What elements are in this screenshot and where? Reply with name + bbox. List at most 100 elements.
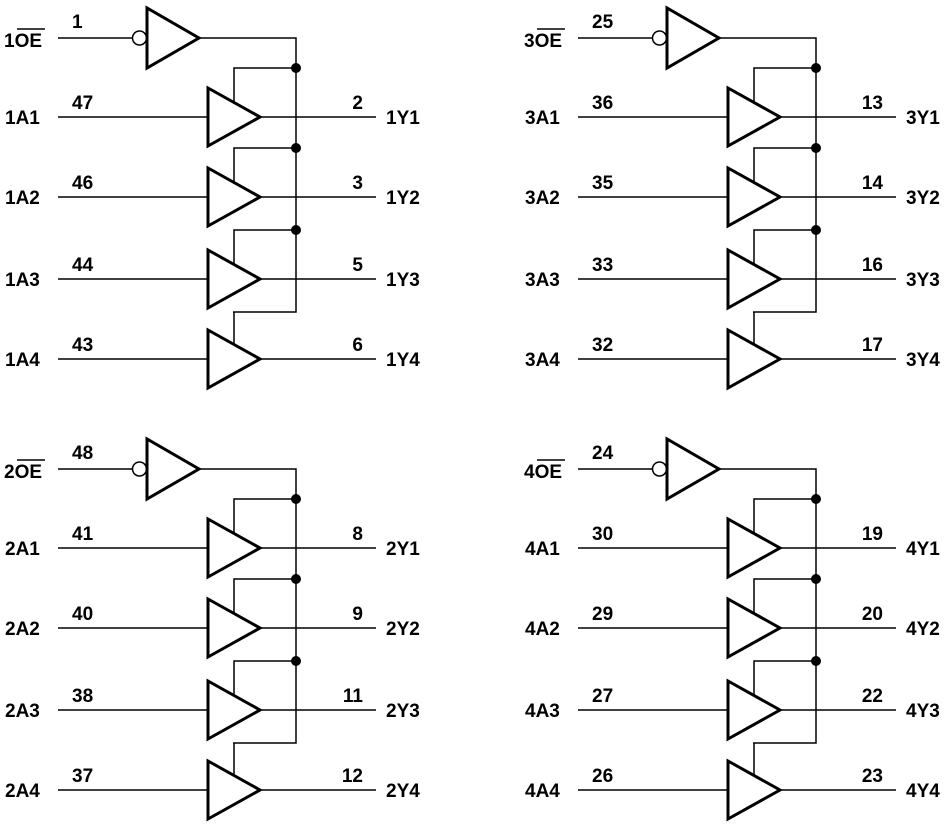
output-signal-label: 4Y4 <box>906 781 940 802</box>
enable-tap-wire <box>753 67 816 103</box>
output-signal-label: 3Y2 <box>906 188 940 209</box>
oe-label-name: OE <box>15 462 42 483</box>
input-pin-number: 47 <box>72 93 93 114</box>
enable-tap-wire <box>233 660 296 696</box>
output-pin-number: 23 <box>862 766 883 787</box>
junction-dot <box>811 63 821 73</box>
output-pin-number: 12 <box>342 766 363 787</box>
input-signal-label: 2A2 <box>5 619 40 640</box>
output-pin-number: 9 <box>352 604 363 625</box>
input-signal-label: 2A3 <box>5 701 40 722</box>
enable-tap-wire <box>753 498 816 534</box>
junction-dot <box>291 656 301 666</box>
enable-tap-wire <box>233 229 296 265</box>
input-signal-label: 2A4 <box>5 781 40 802</box>
oe-label-name: OE <box>15 31 42 52</box>
enable-bus-wire <box>719 37 817 313</box>
junction-dot <box>291 225 301 235</box>
inverter-bubble <box>131 461 148 477</box>
input-pin-number: 33 <box>592 255 613 276</box>
output-signal-label: 4Y2 <box>906 619 940 640</box>
output-signal-label: 4Y3 <box>906 701 940 722</box>
output-pin-number: 19 <box>862 524 883 545</box>
enable-tap-wire <box>233 67 296 103</box>
junction-dot <box>811 574 821 584</box>
junction-dot <box>291 63 301 73</box>
enable-bus-wire <box>719 468 817 744</box>
enable-tap-wire <box>233 498 296 534</box>
input-signal-label: 4A3 <box>525 701 560 722</box>
enable-buffer-triangle <box>145 436 203 502</box>
output-signal-label: 3Y1 <box>906 108 940 129</box>
enable-tap-wire <box>233 578 296 614</box>
input-pin-number: 32 <box>592 335 613 356</box>
enable-buffer-triangle <box>665 436 723 502</box>
input-signal-label: 1A4 <box>5 350 40 371</box>
oe-label: 1OE <box>4 31 42 52</box>
output-pin-number: 8 <box>352 524 363 545</box>
input-pin-number: 35 <box>592 173 614 194</box>
input-pin-number: 46 <box>72 173 93 194</box>
output-pin-number: 22 <box>862 686 883 707</box>
output-pin-number: 11 <box>343 686 364 707</box>
input-signal-label: 4A1 <box>525 539 560 560</box>
oe-label: 3OE <box>524 31 562 52</box>
input-signal-label: 3A2 <box>525 188 560 209</box>
inverter-bubble <box>131 30 148 46</box>
oe-label-prefix: 1 <box>4 31 15 52</box>
input-pin-number: 36 <box>592 93 613 114</box>
input-signal-label: 3A3 <box>525 270 560 291</box>
enable-buffer-triangle <box>665 5 723 71</box>
output-pin-number: 17 <box>862 335 883 356</box>
input-pin-number: 40 <box>72 604 93 625</box>
input-pin-number: 27 <box>592 686 613 707</box>
oe-pin-number: 1 <box>72 12 83 33</box>
output-signal-label: 2Y1 <box>386 539 420 560</box>
input-pin-number: 38 <box>72 686 93 707</box>
oe-label-prefix: 2 <box>4 462 15 483</box>
output-signal-label: 1Y3 <box>386 270 420 291</box>
junction-dot <box>291 574 301 584</box>
input-signal-label: 3A1 <box>525 108 560 129</box>
input-pin-number: 30 <box>592 524 613 545</box>
output-pin-number: 2 <box>352 93 363 114</box>
output-pin-number: 20 <box>862 604 883 625</box>
output-signal-label: 1Y4 <box>386 350 420 371</box>
input-pin-number: 37 <box>72 766 93 787</box>
oe-label-prefix: 4 <box>524 462 535 483</box>
junction-dot <box>811 494 821 504</box>
input-pin-number: 43 <box>72 335 93 356</box>
oe-label-name: OE <box>535 31 562 52</box>
oe-pin-number: 48 <box>72 443 93 464</box>
enable-tap-wire <box>753 147 816 183</box>
output-pin-number: 5 <box>352 255 363 276</box>
output-pin-number: 3 <box>352 173 363 194</box>
oe-pin-number: 24 <box>592 443 614 464</box>
junction-dot <box>291 494 301 504</box>
output-signal-label: 2Y3 <box>386 701 420 722</box>
input-signal-label: 3A4 <box>525 350 560 371</box>
junction-dot <box>811 143 821 153</box>
output-signal-label: 4Y1 <box>906 539 940 560</box>
junction-dot <box>811 225 821 235</box>
output-pin-number: 16 <box>862 255 883 276</box>
input-signal-label: 1A2 <box>5 188 40 209</box>
enable-tap-wire <box>233 147 296 183</box>
inverter-bubble <box>651 30 668 46</box>
oe-pin-number: 25 <box>592 12 614 33</box>
oe-label: 4OE <box>524 462 562 483</box>
input-signal-label: 1A1 <box>5 108 40 129</box>
output-signal-label: 3Y3 <box>906 270 940 291</box>
enable-buffer-triangle <box>145 5 203 71</box>
inverter-bubble <box>651 461 668 477</box>
oe-label: 2OE <box>4 462 42 483</box>
junction-dot <box>811 656 821 666</box>
output-signal-label: 1Y2 <box>386 188 420 209</box>
output-pin-number: 13 <box>862 93 883 114</box>
input-signal-label: 4A2 <box>525 619 560 640</box>
